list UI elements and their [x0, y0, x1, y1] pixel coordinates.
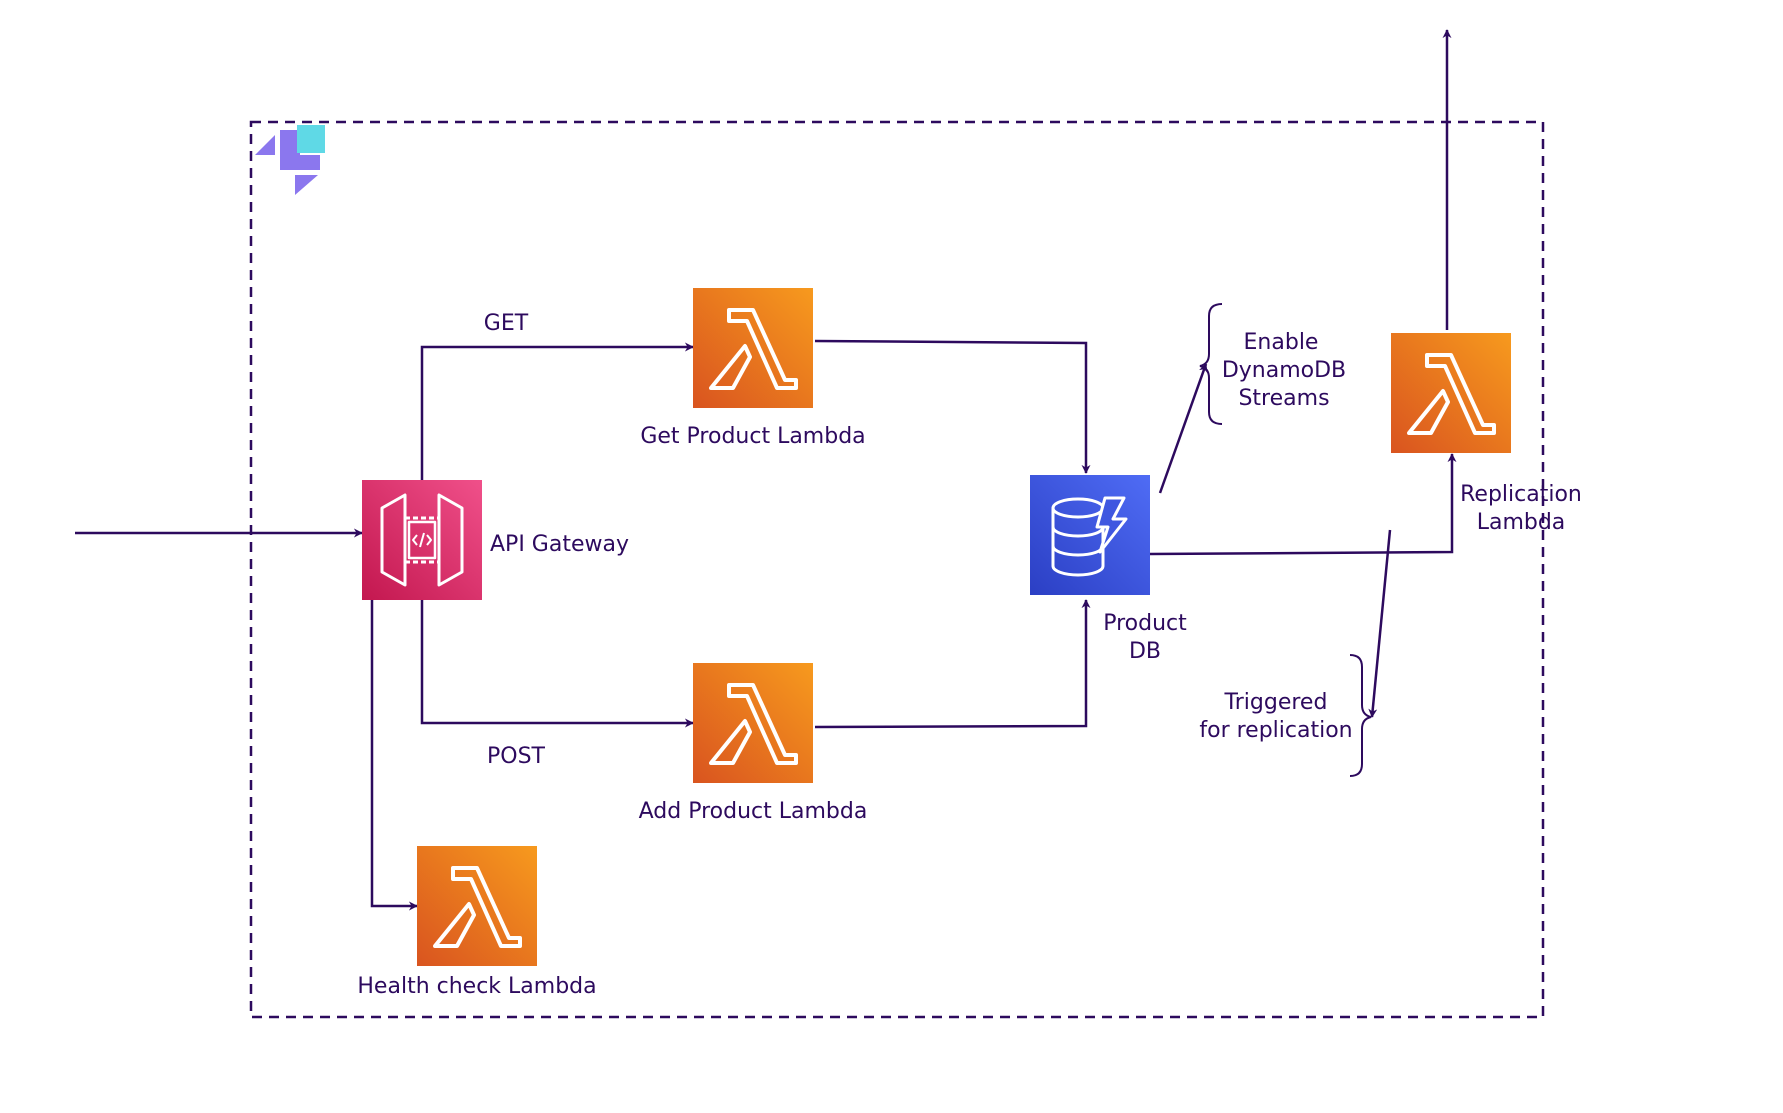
- get-product-lambda-label: Get Product Lambda: [640, 424, 865, 449]
- db-to-replication-arrow: [1149, 453, 1457, 556]
- product-db-node: [1030, 475, 1150, 595]
- app-logo-icon: [255, 125, 325, 195]
- add-product-lambda-label: Add Product Lambda: [639, 799, 868, 824]
- health-check-lambda-node: [417, 846, 537, 966]
- replication-lambda-label-line2: Lambda: [1477, 510, 1566, 535]
- add-lambda-to-db-arrow: [814, 599, 1091, 729]
- product-db-label-line2: DB: [1129, 639, 1161, 664]
- get-route-arrow: [420, 342, 694, 480]
- health-route-arrow: [370, 600, 418, 911]
- connectors: [75, 29, 1457, 911]
- enable-streams-arrow: [1158, 363, 1208, 494]
- add-product-lambda-node: [693, 663, 813, 783]
- streams-note-line3: Streams: [1238, 386, 1329, 411]
- triggered-brace: [1349, 654, 1372, 777]
- post-label: POST: [487, 744, 546, 769]
- product-db-label-line1: Product: [1103, 611, 1187, 636]
- replication-lambda-label-line1: Replication: [1460, 482, 1582, 507]
- get-lambda-to-db-arrow: [814, 339, 1091, 474]
- triggered-arrow: [1368, 529, 1392, 718]
- streams-note-line2: DynamoDB: [1222, 358, 1346, 383]
- streams-note-line1: Enable: [1244, 330, 1319, 355]
- api-gateway-node: [362, 480, 482, 600]
- streams-brace: [1199, 303, 1223, 425]
- api-gateway-icon: [380, 493, 464, 587]
- triggered-note-line2: for replication: [1199, 718, 1352, 743]
- get-label: GET: [484, 311, 529, 336]
- get-product-lambda-node: [693, 288, 813, 408]
- dynamodb-icon: [1051, 496, 1128, 577]
- triggered-note-line1: Triggered: [1224, 690, 1328, 715]
- replication-lambda-node: [1391, 333, 1511, 453]
- api-gateway-label: API Gateway: [490, 532, 629, 557]
- health-check-lambda-label: Health check Lambda: [357, 974, 596, 999]
- boundary-container: [249, 120, 1545, 1019]
- post-route-arrow: [420, 600, 694, 728]
